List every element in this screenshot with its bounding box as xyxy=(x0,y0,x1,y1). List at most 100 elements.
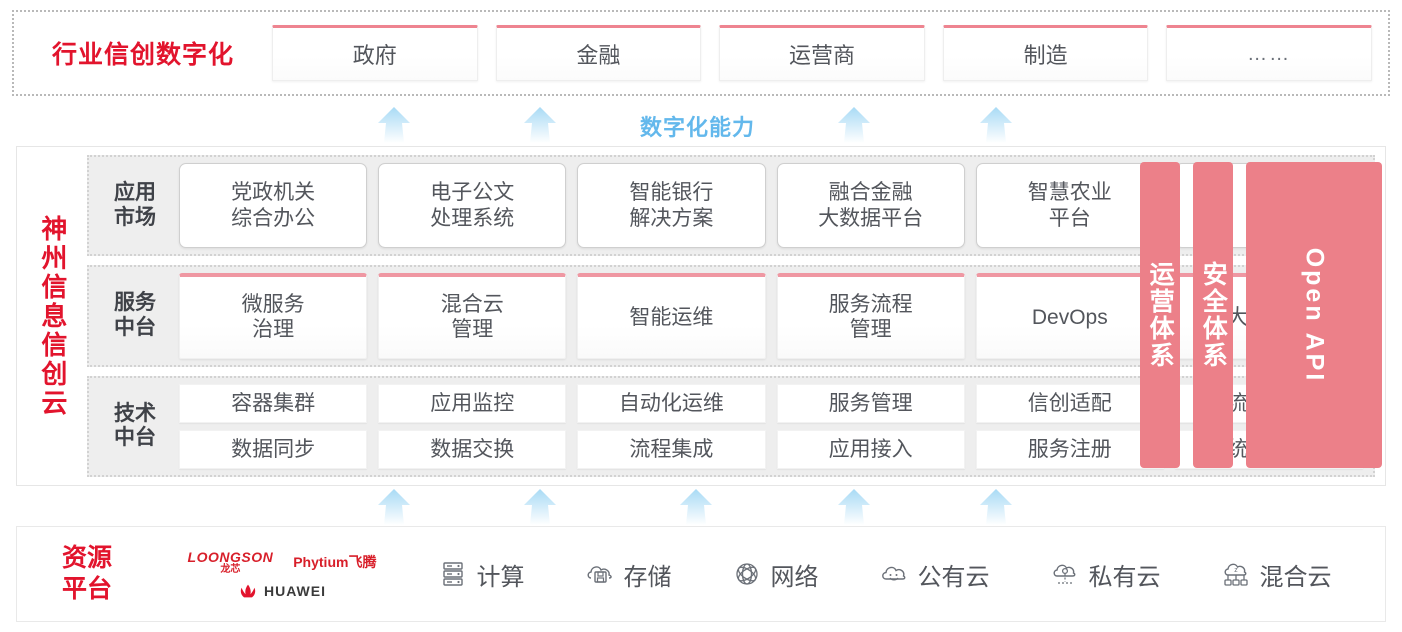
tech-cell-container-cluster[interactable]: 容器集群 xyxy=(179,383,368,423)
up-arrow-icon xyxy=(518,106,562,144)
industry-box-operator[interactable]: 运营商 xyxy=(719,25,925,81)
up-arrow-icon xyxy=(832,106,876,144)
tier-label-line: 技术 xyxy=(114,401,156,425)
resource-platform-band: 资源 平台 LOONGSON 龙芯 Phytium飞腾 HUAWEI xyxy=(16,526,1386,622)
capability-arrow-strip-bottom xyxy=(0,486,1402,526)
resource-item-public-cloud[interactable]: 公有云 xyxy=(878,557,990,592)
tier-label-app-market: 应用 市场 xyxy=(99,163,171,248)
tech-cell-app-monitoring[interactable]: 应用监控 xyxy=(378,383,567,423)
industry-box-government[interactable]: 政府 xyxy=(272,25,478,81)
industry-box-manufacturing[interactable]: 制造 xyxy=(942,25,1149,81)
cell-line: 治理 xyxy=(252,318,295,342)
cell-line: 智能银行 xyxy=(629,181,714,205)
huawei-logo-text: HUAWEI xyxy=(264,582,326,599)
tech-cell-process-integration[interactable]: 流程集成 xyxy=(577,429,766,469)
cell-line: 电子公文 xyxy=(430,181,515,205)
public-cloud-icon xyxy=(881,566,905,581)
resource-item-compute[interactable]: 计算 xyxy=(437,557,525,592)
industry-band: 行业信创数字化 政府 金融 运营商 制造 …… xyxy=(12,10,1390,96)
tier-label-line: 市场 xyxy=(114,205,156,229)
industry-box-list: 政府 金融 运营商 制造 …… xyxy=(272,25,1388,81)
pillar-label: 运营体系 xyxy=(1146,261,1175,369)
pillar-operation-system[interactable]: 运营体系 xyxy=(1140,162,1181,468)
cell-line: 混合云 xyxy=(440,293,504,317)
cell-line: 处理系统 xyxy=(430,206,515,230)
tech-cell-service-registry[interactable]: 服务注册 xyxy=(975,429,1164,469)
resource-item-private-cloud[interactable]: 私有云 xyxy=(1049,557,1161,592)
tech-cell-xinchuang-adaptation[interactable]: 信创适配 xyxy=(975,383,1164,423)
huawei-mark-icon xyxy=(240,584,256,597)
app-cell-smart-agriculture[interactable]: 智慧农业 平台 xyxy=(975,163,1164,249)
up-arrow-icon xyxy=(518,488,562,526)
resource-item-label: 公有云 xyxy=(917,563,990,591)
pillar-list: 运营体系 安全体系 Open API xyxy=(1140,154,1392,476)
app-cell-smart-bank[interactable]: 智能银行 解决方案 xyxy=(577,163,766,249)
svg-text:z: z xyxy=(1234,567,1238,574)
huawei-logo-icon: HUAWEI xyxy=(238,583,326,599)
cell-line: 党政机关 xyxy=(231,181,316,205)
svc-cell-intelligent-ops[interactable]: 智能运维 xyxy=(577,273,766,359)
cell-line: 微服务 xyxy=(241,293,305,317)
resource-item-label: 混合云 xyxy=(1259,563,1332,591)
app-cell-gov-office[interactable]: 党政机关 综合办公 xyxy=(179,163,368,249)
cell-line: 智慧农业 xyxy=(1027,181,1112,205)
resource-item-network[interactable]: 网络 xyxy=(731,557,819,592)
svc-cell-devops[interactable]: DevOps xyxy=(975,273,1164,359)
tech-cell-automated-ops[interactable]: 自动化运维 xyxy=(577,383,766,423)
pillar-label: 安全体系 xyxy=(1199,261,1228,369)
cloud-platform-title-text: 神州信息信创云 xyxy=(37,214,68,418)
resource-item-label: 网络 xyxy=(770,563,819,591)
cell-line: 解决方案 xyxy=(629,206,714,230)
resource-title-line: 平台 xyxy=(61,575,112,603)
resource-item-hybrid-cloud[interactable]: z 混合云 xyxy=(1220,557,1332,592)
pillar-label: Open API xyxy=(1300,247,1329,383)
app-cell-finance-bigdata[interactable]: 融合金融 大数据平台 xyxy=(776,163,965,249)
tier-label-line: 服务 xyxy=(114,291,156,315)
tier-cell-grid: 容器集群 应用监控 自动化运维 服务管理 信创适配 流程引擎 数据同步 数据交换… xyxy=(179,383,1364,469)
resource-platform-title: 资源 平台 xyxy=(17,543,157,606)
app-cell-edoc-system[interactable]: 电子公文 处理系统 xyxy=(378,163,567,249)
server-icon xyxy=(442,562,463,586)
up-arrow-icon xyxy=(974,488,1018,526)
cell-line: 综合办公 xyxy=(231,206,316,230)
hybrid-cloud-icon: z xyxy=(1223,563,1248,586)
capability-label: 数字化能力 xyxy=(640,115,756,140)
resource-item-label: 私有云 xyxy=(1088,563,1161,591)
loongson-logo-icon: LOONGSON 龙芯 xyxy=(188,550,274,575)
resource-title-line: 资源 xyxy=(61,543,112,572)
tier-label-line: 中台 xyxy=(114,315,156,339)
cell-line: 管理 xyxy=(849,318,892,342)
resource-item-label: 存储 xyxy=(623,563,672,591)
up-arrow-icon xyxy=(372,488,416,526)
tech-cell-data-exchange[interactable]: 数据交换 xyxy=(378,429,567,469)
up-arrow-icon xyxy=(974,106,1018,144)
tier-label-line: 应用 xyxy=(114,180,156,204)
svc-cell-service-process-mgmt[interactable]: 服务流程 管理 xyxy=(776,273,965,359)
capability-arrow-strip-top xyxy=(0,104,1402,144)
private-cloud-icon xyxy=(1052,564,1075,584)
tier-label-tech-platform: 技术 中台 xyxy=(99,384,171,469)
tech-cell-app-access[interactable]: 应用接入 xyxy=(776,429,965,469)
tech-cell-data-sync[interactable]: 数据同步 xyxy=(179,429,368,469)
resource-item-storage[interactable]: 存储 xyxy=(584,557,672,592)
tier-label-service-platform: 服务 中台 xyxy=(99,273,171,358)
tier-label-line: 中台 xyxy=(114,426,156,450)
svc-cell-microservice-governance[interactable]: 微服务 治理 xyxy=(179,273,368,359)
pillar-open-api[interactable]: Open API xyxy=(1246,162,1382,468)
network-mesh-icon xyxy=(735,563,758,585)
vendor-logo-list: LOONGSON 龙芯 Phytium飞腾 HUAWEI xyxy=(157,550,407,599)
tech-cell-service-mgmt[interactable]: 服务管理 xyxy=(776,383,965,423)
pillar-security-system[interactable]: 安全体系 xyxy=(1193,162,1234,468)
cloud-platform-title: 神州信息信创云 xyxy=(17,147,87,485)
cell-line: 管理 xyxy=(451,318,494,342)
industry-box-more[interactable]: …… xyxy=(1166,25,1372,81)
industry-box-finance[interactable]: 金融 xyxy=(495,25,702,81)
svc-cell-hybrid-cloud-mgmt[interactable]: 混合云 管理 xyxy=(378,273,567,359)
up-arrow-icon xyxy=(372,106,416,144)
cell-line: 融合金融 xyxy=(828,181,913,205)
cloud-storage-icon xyxy=(586,566,612,583)
tier-tech-platform: 技术 中台 容器集群 应用监控 自动化运维 服务管理 信创适配 流程引擎 数据同… xyxy=(87,375,1375,477)
industry-band-title: 行业信创数字化 xyxy=(51,41,234,69)
cell-line: 服务流程 xyxy=(828,293,913,317)
resource-item-list: 计算 存储 网络 xyxy=(407,557,1385,592)
